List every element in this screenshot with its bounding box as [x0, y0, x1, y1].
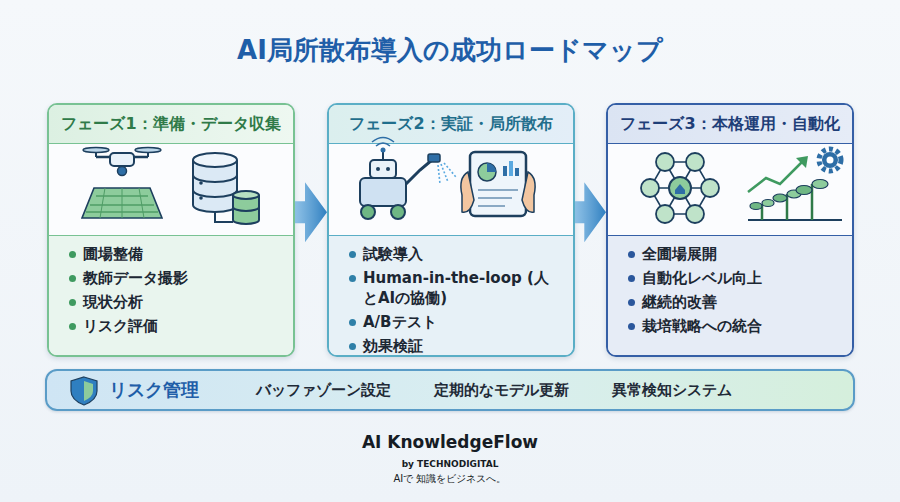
bullet-dot — [349, 319, 356, 326]
bullet-dot — [69, 275, 76, 282]
band-item: 異常検知システム — [612, 371, 732, 409]
band-heading: リスク管理 — [109, 371, 199, 409]
phase-body: 圃場整備教師データ撮影現状分析リスク評価 — [49, 235, 293, 355]
phase-arrow — [295, 182, 327, 242]
arrow-shape — [295, 182, 327, 242]
footer-text: AIで 知識をビジネスへ。 — [0, 472, 900, 486]
bullet-text: リスク評価 — [83, 316, 278, 336]
bullet-row: 継続的改善 — [642, 292, 837, 312]
bullet-text: Human-in-the-loop (人とAIの協働) — [363, 268, 558, 308]
diagram-title: AI局所散布導入の成功ロードマップ — [0, 33, 900, 67]
bullet-row: 試験導入 — [363, 244, 558, 264]
phase-title: フェーズ3：本格運用・自動化 — [614, 114, 845, 134]
bullet-text: 現状分析 — [83, 292, 278, 312]
bullet-dot — [628, 251, 635, 258]
bullet-dot — [349, 275, 356, 282]
bullet-row: 現状分析 — [83, 292, 278, 312]
phase-header: フェーズ1：準備・データ収集 — [49, 105, 293, 144]
bullet-row: 全圃場展開 — [642, 244, 837, 264]
bullet-dot — [628, 299, 635, 306]
footer-text: AI KnowledgeFlow — [0, 431, 900, 453]
bullet-dot — [69, 251, 76, 258]
bullet-dot — [628, 323, 635, 330]
risk-band: リスク管理 バッファゾーン設定 定期的なモデル更新 異常検知システム — [45, 369, 855, 411]
bullet-dot — [628, 275, 635, 282]
bullet-row: 効果検証 — [363, 336, 558, 356]
bullet-text: 全圃場展開 — [642, 244, 837, 264]
bullet-text: A/Bテスト — [363, 312, 558, 332]
bullet-row: 教師データ撮影 — [83, 268, 278, 288]
bullet-text: 栽培戦略への統合 — [642, 316, 837, 336]
bullet-dot — [349, 343, 356, 350]
phase-box: フェーズ1：準備・データ収集圃場整備教師データ撮影現状分析リスク評価 — [47, 103, 295, 357]
bullet-dot — [69, 323, 76, 330]
phase-box: フェーズ2：実証・局所散布試験導入 Human-in-the-loop (人とAI… — [327, 103, 575, 357]
phase-header: フェーズ3：本格運用・自動化 — [608, 105, 852, 144]
bullet-text: 自動化レベル向上 — [642, 268, 837, 288]
bullet-dot — [349, 251, 356, 258]
bullet-row: 栽培戦略への統合 — [642, 316, 837, 336]
bullet-text: 試験導入 — [363, 244, 558, 264]
phase-title: フェーズ1：準備・データ収集 — [55, 114, 286, 134]
bullet-row: A/Bテスト — [363, 312, 558, 332]
phase-body: 試験導入 Human-in-the-loop (人とAIの協働) A/Bテスト効果検… — [329, 235, 573, 355]
bullet-text: 継続的改善 — [642, 292, 837, 312]
phase-header: フェーズ2：実証・局所散布 — [329, 105, 573, 144]
phase-box: フェーズ3：本格運用・自動化全圃場展開自動化レベル向上継続的改善栽培戦略への統合 — [606, 103, 854, 357]
bullet-row: リスク評価 — [83, 316, 278, 336]
bullet-dot — [69, 299, 76, 306]
bullet-text: 圃場整備 — [83, 244, 278, 264]
footer-text: by TECHNODIGITAL — [0, 458, 900, 470]
band-item: 定期的なモデル更新 — [434, 371, 569, 409]
bullet-row: 自動化レベル向上 — [642, 268, 837, 288]
bullet-text: 教師データ撮影 — [83, 268, 278, 288]
bullet-row: 圃場整備 — [83, 244, 278, 264]
phase-body: 全圃場展開自動化レベル向上継続的改善栽培戦略への統合 — [608, 235, 852, 355]
bullet-text: 効果検証 — [363, 336, 558, 356]
arrow-shape — [575, 182, 606, 242]
bullet-row: Human-in-the-loop (人とAIの協働) — [363, 268, 558, 308]
phase-arrow — [575, 182, 606, 242]
phase-title: フェーズ2：実証・局所散布 — [343, 114, 558, 134]
band-item: バッファゾーン設定 — [256, 371, 391, 409]
